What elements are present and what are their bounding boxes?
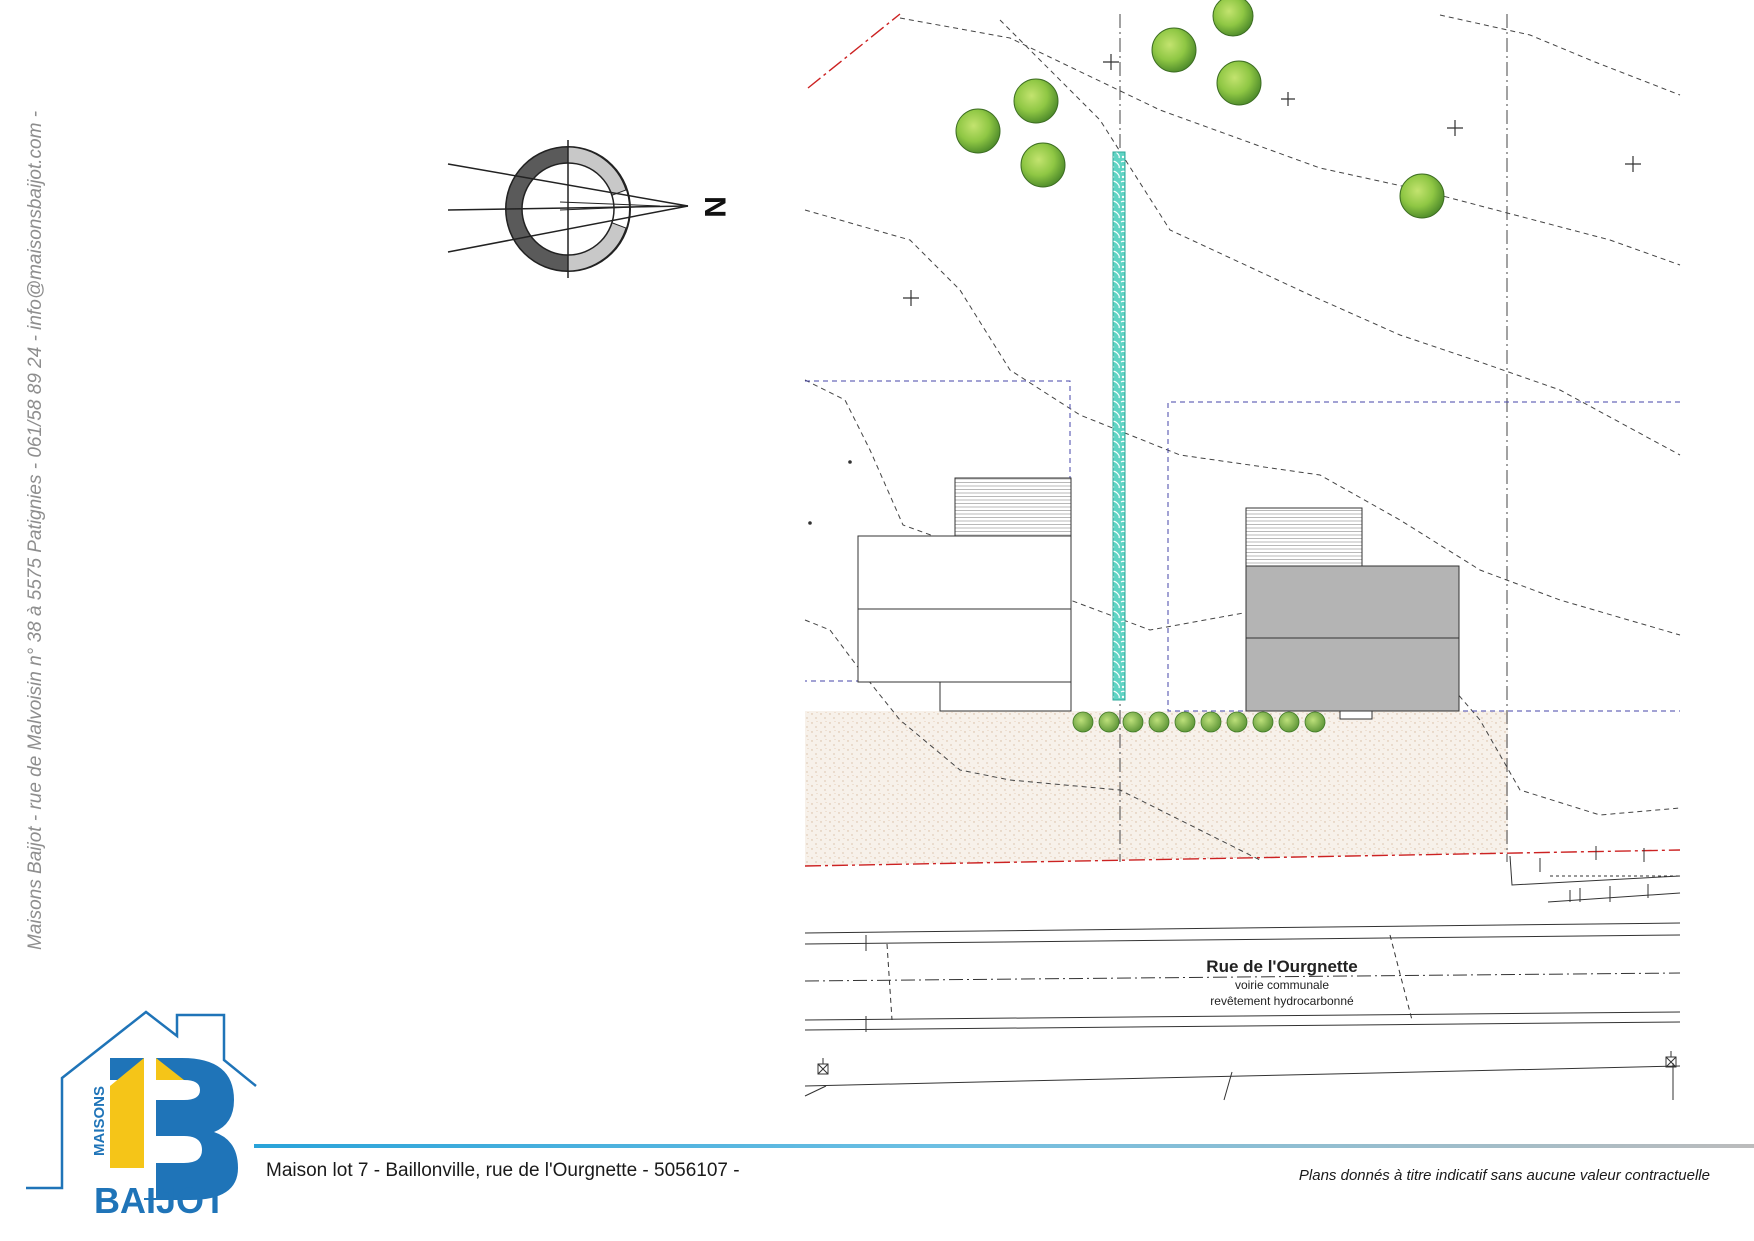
street-type: voirie communale	[1235, 978, 1329, 992]
disclaimer: Plans donnés à titre indicatif sans aucu…	[1298, 1167, 1710, 1184]
survey-marks	[808, 54, 1641, 525]
maisons-baijot-logo: MAISONS BAIJOT	[26, 1010, 257, 1218]
street-name: Rue de l'Ourgnette	[1206, 957, 1357, 976]
trees	[955, 0, 1445, 219]
footer-divider	[254, 1144, 1754, 1148]
shrub-row	[1072, 711, 1326, 733]
logo-word-small: MAISONS	[91, 1086, 108, 1156]
project-house	[1245, 507, 1460, 720]
street-surface: revêtement hydrocarbonné	[1210, 994, 1354, 1008]
project-title: Maison lot 7 - Baillonville, rue de l'Ou…	[266, 1160, 740, 1181]
logo-word-large: BAIJOT	[94, 1180, 226, 1218]
road	[804, 846, 1681, 1101]
lot-line	[804, 13, 1681, 867]
axis-lines	[1119, 14, 1508, 862]
road-fixtures	[817, 1051, 1677, 1075]
gravel-area	[805, 711, 1508, 866]
north-compass: N	[447, 140, 731, 278]
north-label: N	[698, 196, 731, 218]
neighbour-house	[857, 477, 1072, 712]
hedge-strip	[1112, 151, 1126, 701]
